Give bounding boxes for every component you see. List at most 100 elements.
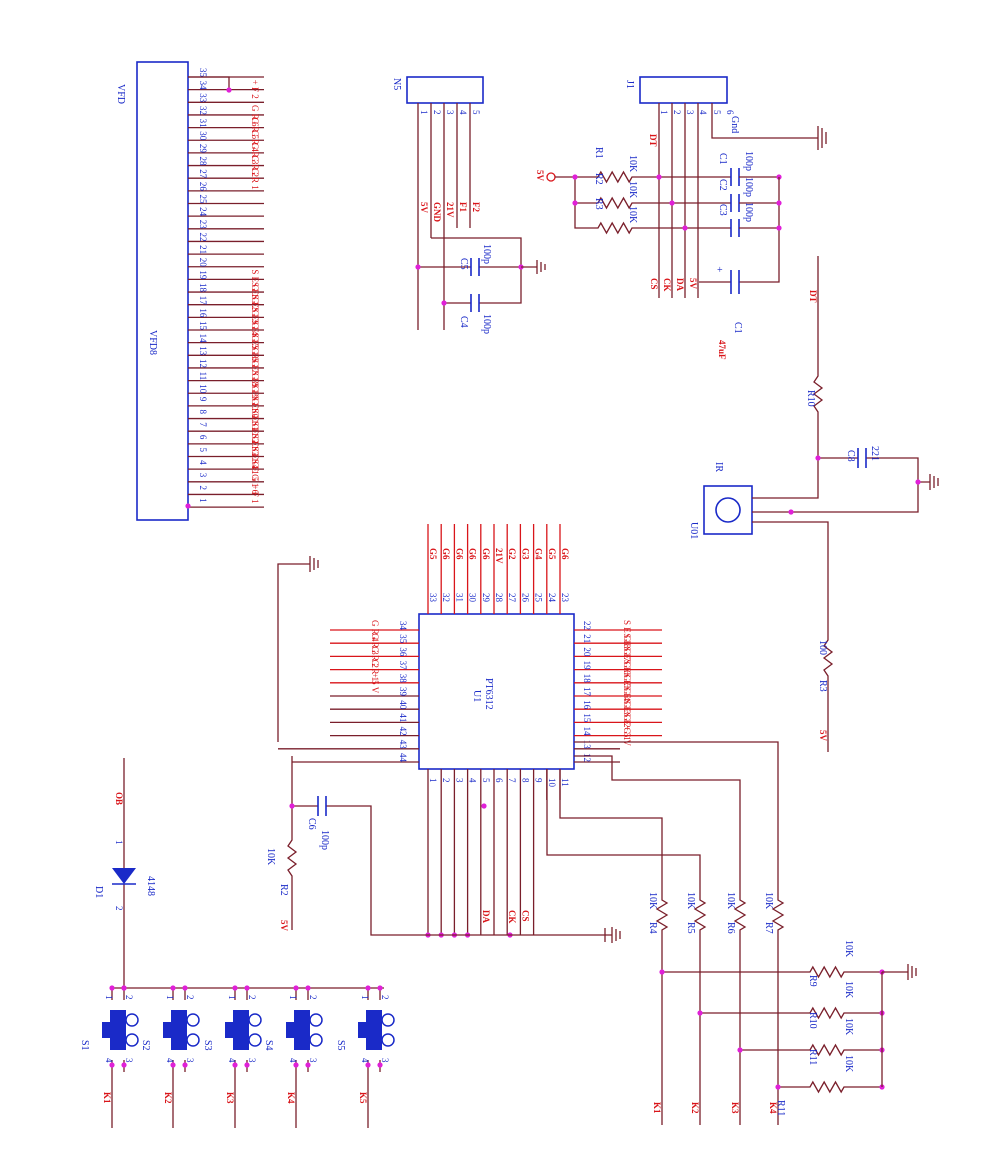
vfd-pin-number: 18	[198, 283, 208, 293]
vfd-pin-number: 35	[198, 68, 208, 78]
u1-top-pin-number: 31	[454, 593, 464, 602]
vfd-pin-number: 11	[198, 372, 208, 381]
switch-body	[110, 1010, 126, 1050]
vfd-pin-number: 34	[198, 81, 208, 91]
switch-net: K3	[225, 1092, 235, 1104]
key-pullup-val: 10K	[647, 892, 658, 910]
junction-dot	[365, 1062, 371, 1068]
n5-pin-net: 5V	[419, 202, 429, 214]
junction-dot	[659, 969, 665, 975]
n5-body	[406, 76, 484, 104]
u1-bottom-pin-number: 8	[520, 778, 530, 783]
switch-pin-number: 3	[185, 1058, 195, 1063]
junction-dot	[185, 503, 191, 509]
switch-ref: S1	[79, 1040, 90, 1051]
c5-val: 100p	[481, 244, 492, 264]
j1-pin-number: 6	[725, 110, 735, 115]
u1-left-pin-number: 36	[398, 647, 408, 657]
key-pullup-ref: R7	[763, 922, 774, 934]
switch-contact	[309, 1013, 323, 1027]
u1-right-pin-number: 21	[582, 634, 592, 643]
u1-top-net: G6	[441, 548, 451, 560]
u1-top-pin-number: 23	[560, 593, 570, 603]
key-matrix: 10KR4K110KR5K210KR6K310KR7K410K10KR910KR…	[647, 890, 917, 1125]
u1-top-pin-number: 33	[428, 593, 438, 603]
key-net: K4	[768, 1102, 778, 1114]
u1-right-pin-number: 19	[582, 661, 592, 671]
switch-ref: S5	[335, 1040, 346, 1051]
switch-contact	[381, 1033, 395, 1047]
front-cap-val: 100p	[743, 151, 754, 171]
u1-top-net: G5	[428, 548, 438, 560]
ir-c8-ref: C8	[845, 450, 856, 462]
junction-dot	[121, 985, 127, 991]
vfd-pin-net: S E G 1 3	[250, 421, 260, 457]
key-pullup-resistor	[733, 890, 747, 940]
u1-top-net: 21V	[494, 548, 504, 564]
u1-bottom-net: CS	[520, 910, 530, 922]
switch-body	[294, 1010, 310, 1050]
switch-body	[358, 1022, 366, 1038]
key-pullup-val: 10K	[763, 892, 774, 910]
junction-dot	[669, 200, 675, 206]
u1-bottom-pin-number: 7	[507, 778, 517, 783]
front-resistor-ref: R2	[593, 173, 604, 185]
u1-right-pin-number: 22	[582, 621, 592, 630]
u1-pin-list: 33G532G631G630G629G62821V27G226G325G424G…	[278, 524, 779, 938]
u1-bottom-net: DA	[481, 910, 491, 923]
u1-right-pin-number: 17	[582, 687, 592, 697]
switch-pin-number: 1	[288, 995, 298, 1000]
front-resistor-ref: R1	[593, 147, 604, 159]
d1-pin2: 2	[114, 906, 124, 911]
c6-ref: C6	[306, 818, 317, 830]
u1-bottom-pin-number: 5	[481, 778, 491, 783]
supply-5v-label: 5V	[535, 170, 545, 182]
switch-pin-number: 4	[165, 1058, 175, 1063]
ic-u1: U1 PT6312 33G532G631G630G629G62821V27G22…	[265, 524, 779, 943]
vfd-pin-net: S E G 6	[250, 333, 260, 362]
u1-top-pin-number: 32	[441, 593, 451, 602]
switch-body	[233, 1010, 249, 1050]
vfd-pin-number: 26	[198, 182, 208, 192]
switch-pin-number: 3	[124, 1058, 134, 1063]
u1-right-net: S E G 6	[622, 646, 632, 675]
j1-pin-net: 5V	[688, 278, 698, 290]
j1-pin-number: 4	[698, 110, 708, 115]
junction-dot	[182, 985, 188, 991]
u1-ref: U1	[471, 690, 482, 702]
supply-5v-terminal	[546, 172, 556, 182]
vfd-pin-net: G R 6	[250, 105, 260, 127]
u1-top-pin-number: 26	[520, 593, 530, 603]
key-row-resistor	[804, 1006, 850, 1020]
switch-contact	[125, 1013, 139, 1027]
front-resistor	[590, 196, 640, 210]
front-capacitor	[730, 168, 740, 186]
n5-pin-net: F1	[458, 202, 468, 212]
junction-dot	[305, 985, 311, 991]
r2-ref-val: 10K	[265, 848, 276, 866]
j1-pin-number: 3	[685, 110, 695, 115]
junction-dot	[170, 1062, 176, 1068]
switch-pin-number: 1	[165, 995, 175, 1000]
vfd-pin-net: S E G 5	[250, 320, 260, 349]
ir-r3-val: 100	[817, 640, 828, 655]
ir-ref: IR	[713, 462, 724, 472]
front-cap-ref: C3	[717, 204, 728, 216]
vfd-pin-number: 27	[198, 169, 208, 179]
vfd-pin-number: 7	[198, 422, 208, 427]
ir-chip: U01	[688, 522, 699, 539]
key-net: K2	[690, 1102, 700, 1114]
switch-pin-number: 4	[360, 1058, 370, 1063]
vfd-pin-net: S E G 3	[250, 295, 260, 324]
switch-contact	[381, 1013, 395, 1027]
key-net: K3	[730, 1102, 740, 1114]
switch-contact	[186, 1013, 200, 1027]
